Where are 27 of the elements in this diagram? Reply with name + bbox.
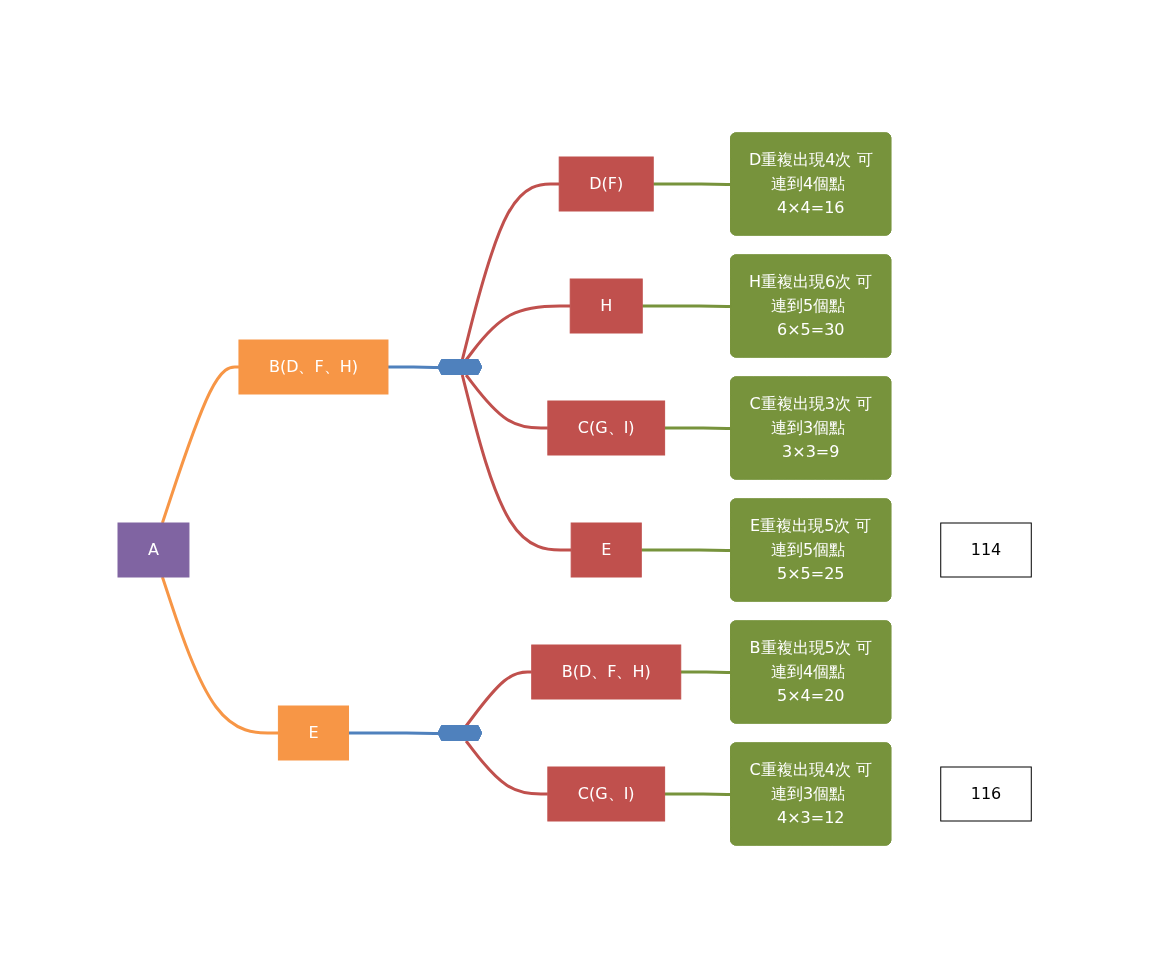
- node-box: C(G、I): [547, 400, 666, 456]
- node-box: A: [117, 522, 190, 578]
- node-box: B(D、F、H): [238, 339, 389, 395]
- node-box: H: [570, 278, 644, 334]
- connector: [465, 304, 571, 361]
- connector: [642, 304, 732, 308]
- connector: [161, 576, 279, 735]
- connector: [161, 365, 240, 524]
- connector: [461, 182, 560, 361]
- node-box: C(G、I): [547, 766, 666, 822]
- connector: [665, 426, 732, 430]
- connector: [665, 792, 732, 796]
- node-box: 116: [940, 766, 1033, 822]
- connector: [465, 740, 549, 796]
- connector: [465, 374, 549, 430]
- node-box: D(F): [559, 156, 655, 212]
- connector: [681, 670, 732, 674]
- node-box: E: [571, 522, 643, 578]
- node-box: B(D、F、H): [531, 644, 682, 700]
- connector: [641, 548, 732, 552]
- node-box: E: [278, 705, 350, 761]
- connector: [653, 182, 732, 186]
- connector: [465, 670, 533, 727]
- connector: [461, 374, 572, 552]
- node-box: 114: [940, 522, 1033, 578]
- connector: [348, 731, 439, 735]
- connector: [388, 365, 439, 369]
